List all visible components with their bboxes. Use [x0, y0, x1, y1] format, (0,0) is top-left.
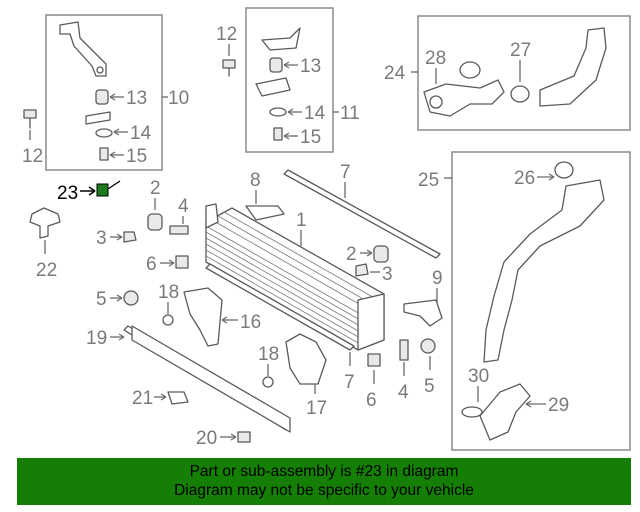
callout-14b: 14 — [304, 103, 326, 124]
hose-clamp-part-27 — [510, 85, 530, 103]
callout-26: 26 — [514, 168, 535, 189]
lower-deflector-panel-part-19 — [131, 325, 291, 433]
callout-6a: 6 — [146, 254, 157, 275]
banner-line-1: Part or sub-assembly is #23 in diagram — [189, 463, 459, 480]
harness-bracket-part-22 — [29, 207, 61, 239]
callout-17: 17 — [306, 398, 327, 419]
callout-5a: 5 — [96, 289, 107, 310]
callout-3a: 3 — [96, 228, 107, 249]
callout-23-highlighted: 23 — [57, 183, 78, 204]
air-deflector-bracket-part-8 — [245, 205, 285, 221]
nut-part-5b — [420, 338, 436, 354]
callout-20: 20 — [196, 428, 217, 449]
air-guide-part-16 — [183, 287, 223, 347]
callout-29: 29 — [548, 395, 569, 416]
pin-part-3a — [123, 231, 137, 243]
bolt-part-6b — [367, 353, 381, 367]
mount-clip-part — [255, 77, 291, 97]
callout-13b: 13 — [300, 56, 321, 77]
callout-15a: 15 — [126, 146, 147, 167]
intake-housing-part-28 — [423, 79, 505, 117]
retainer-part-18a — [162, 314, 174, 326]
bolt-15b — [273, 127, 298, 141]
outlet-tube-part-29 — [479, 383, 531, 441]
washer-14b — [269, 107, 302, 117]
callout-5b: 5 — [424, 376, 435, 397]
intake-group-box-24 — [417, 15, 631, 131]
callout-2a: 2 — [150, 178, 161, 199]
bracket-part — [59, 21, 107, 77]
callout-27: 27 — [510, 40, 531, 61]
callout-15b: 15 — [300, 127, 321, 148]
callout-18b: 18 — [258, 344, 279, 365]
insulator-part-2b — [373, 245, 389, 263]
bolt-part-20 — [237, 431, 251, 443]
callout-7b: 7 — [344, 372, 355, 393]
callout-1: 1 — [296, 210, 307, 231]
insulator-13a — [95, 89, 124, 105]
bolt-15a — [99, 147, 124, 161]
seal-strip-part-7b — [205, 263, 355, 351]
charge-pipe-group-box-25 — [451, 151, 631, 451]
bracket-group-box-11 — [245, 7, 334, 153]
upper-bracket-part — [261, 27, 301, 51]
stud-part-4b — [399, 339, 409, 361]
insulator-13b — [269, 57, 298, 73]
washer-14a — [95, 128, 128, 138]
callout-7a: 7 — [340, 162, 351, 183]
callout-9: 9 — [432, 268, 443, 289]
callout-22: 22 — [36, 260, 57, 281]
callout-4b: 4 — [398, 382, 409, 403]
callout-10: 10 — [168, 88, 189, 109]
callout-14a: 14 — [130, 123, 152, 144]
intake-hose-part — [539, 27, 607, 107]
part-23-sensor-clip — [96, 180, 121, 197]
o-ring-part-26 — [554, 161, 574, 179]
callout-30: 30 — [468, 366, 489, 387]
bolt-part-6a — [175, 255, 189, 269]
air-deflector-part-17 — [285, 333, 327, 385]
callout-12a: 12 — [22, 146, 43, 167]
callout-13a: 13 — [126, 88, 147, 109]
clip-part — [85, 111, 111, 125]
callout-19: 19 — [86, 328, 107, 349]
insulator-part-2a — [147, 213, 163, 231]
callout-2b: 2 — [346, 244, 357, 265]
pin-part-3b — [355, 263, 369, 277]
bolt-12a — [23, 109, 37, 140]
callout-28: 28 — [425, 48, 446, 69]
seal-strip-part-7a — [283, 169, 441, 259]
callout-16: 16 — [240, 312, 261, 333]
mount-bracket-part-9 — [403, 299, 443, 327]
notice-banner: Part or sub-assembly is #23 in diagram D… — [17, 458, 631, 505]
intercooler-core-part-1 — [205, 203, 385, 351]
callout-11: 11 — [340, 103, 360, 124]
callout-21: 21 — [132, 388, 153, 409]
nut-part-5a — [123, 290, 139, 306]
callout-25: 25 — [418, 170, 439, 191]
stud-part-4a — [169, 225, 189, 235]
gasket-part-30 — [461, 406, 483, 418]
bolt-12b — [222, 44, 236, 77]
charge-air-pipe-part — [483, 179, 605, 363]
callout-4a: 4 — [178, 196, 189, 217]
banner-line-2: Diagram may not be specific to your vehi… — [174, 482, 474, 499]
callout-3b: 3 — [382, 264, 393, 285]
callout-24: 24 — [384, 63, 406, 84]
seal-ring-part — [459, 61, 481, 79]
retainer-part-18b — [262, 376, 274, 388]
callout-12b: 12 — [216, 24, 237, 45]
callout-6b: 6 — [366, 390, 377, 411]
bracket-group-box-10 — [45, 14, 163, 171]
callout-18a: 18 — [158, 282, 179, 303]
clip-part-21 — [167, 391, 189, 405]
callout-8: 8 — [250, 170, 261, 191]
